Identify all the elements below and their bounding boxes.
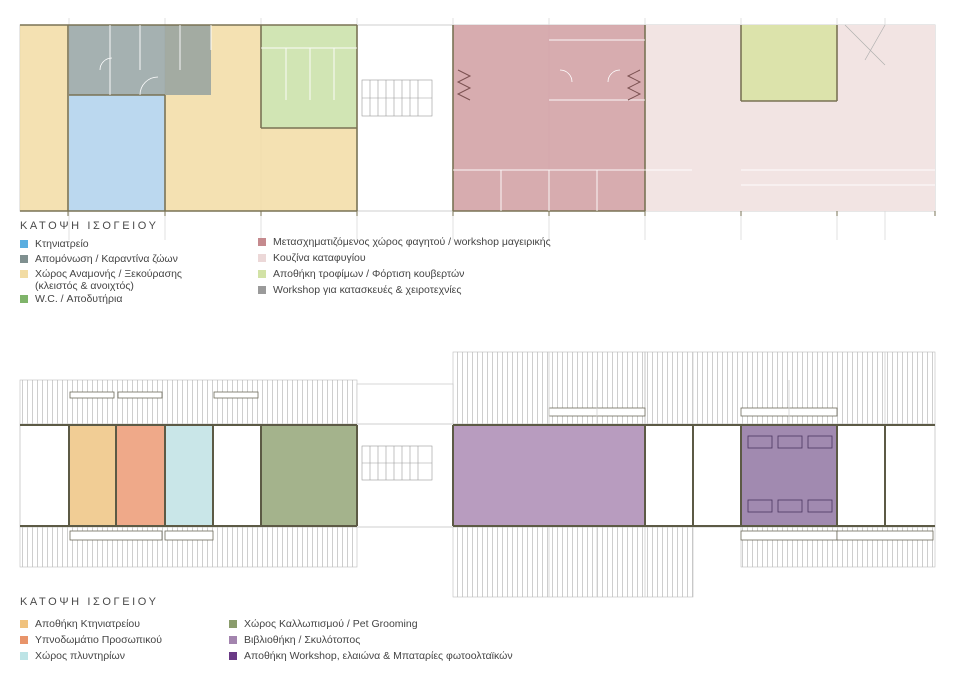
plan-2 (19, 351, 936, 598)
plan2-stair-head (356, 383, 454, 425)
legend-item-grooming: Χώρος Καλλωπισμού / Pet Grooming (229, 618, 513, 630)
plan2-legend-left: Αποθήκη Κτηνιατρείου Υπνοδωμάτιο Προσωπι… (20, 618, 162, 662)
legend-item-dining: Μετασχηματιζόμενος χώρος φαγητού / works… (258, 236, 551, 248)
legend-label: Χώρος πλυντηρίων (35, 650, 125, 662)
legend-item-wc: W.C. / Αποδυτήρια (20, 293, 182, 305)
plan1-zigzag-left (456, 69, 472, 101)
legend-label: Αποθήκη Workshop, ελαιώνα & Μπαταρίες φω… (244, 650, 513, 662)
legend-item-crafts: Workshop για κατασκευές & χειροτεχνίες (258, 284, 551, 296)
legend-swatch (258, 238, 266, 246)
legend-swatch (229, 636, 237, 644)
plan1-vet-room (69, 95, 165, 211)
plan2-facade-bottom-mid (452, 526, 694, 598)
legend-swatch (229, 652, 237, 660)
plan2-staff-bedroom (116, 426, 165, 525)
legend-label: Αποθήκη Κτηνιατρείου (35, 618, 140, 630)
plan1-food-storage (741, 25, 837, 101)
legend-swatch (20, 620, 28, 628)
legend-swatch (20, 255, 28, 263)
plan2-windows-bottom (69, 530, 934, 541)
legend-swatch (258, 254, 266, 262)
plan1-legend-left: Κτηνιατρείο Απομόνωση / Καραντίνα ζώων Χ… (20, 238, 182, 305)
plan2-workshop-storage (741, 426, 837, 525)
plan1-legend-right: Μετασχηματιζόμενος χώρος φαγητού / works… (258, 236, 551, 296)
legend-swatch (20, 652, 28, 660)
legend-label: Αποθήκη τροφίμων / Φόρτιση κουβερτών (273, 268, 465, 280)
legend-label-wrap: Χώρος Αναμονής / Ξεκούρασης (κλειστός & … (35, 268, 182, 292)
plan2-pet-grooming (261, 426, 357, 525)
plan2-column-lines (548, 352, 886, 597)
legend-label: Μετασχηματιζόμενος χώρος φαγητού / works… (273, 236, 551, 248)
plan1-title: ΚΑΤΟΨΗ ΙΣΟΓΕΙΟΥ (20, 220, 159, 232)
legend-swatch (20, 240, 28, 248)
plan1-zigzag-right (626, 69, 642, 101)
plan2-laundry (165, 426, 213, 525)
legend-item-isolation: Απομόνωση / Καραντίνα ζώων (20, 253, 182, 265)
legend-item-library: Βιβλιοθήκη / Σκυλότοπος (229, 634, 513, 646)
legend-swatch (258, 286, 266, 294)
legend-item-laundry: Χώρος πλυντηρίων (20, 650, 162, 662)
legend-swatch (20, 636, 28, 644)
legend-label: Workshop για κατασκευές & χειροτεχνίες (273, 284, 462, 296)
plan1-wc (261, 25, 357, 128)
plan2-legend-right: Χώρος Καλλωπισμού / Pet Grooming Βιβλιοθ… (229, 618, 513, 662)
plan2-vet-storage (69, 426, 116, 525)
legend-label: Κτηνιατρείο (35, 238, 89, 250)
legend-item-staff-bedroom: Υπνοδωμάτιο Προσωπικού (20, 634, 162, 646)
legend-swatch (258, 270, 266, 278)
legend-item-vet: Κτηνιατρείο (20, 238, 182, 250)
plan1-staircase (361, 79, 433, 117)
plan1-doors-dark (844, 24, 886, 66)
legend-item-vet-storage: Αποθήκη Κτηνιατρείου (20, 618, 162, 630)
plan-1 (19, 18, 936, 240)
plan1-doors (99, 57, 621, 96)
legend-swatch (229, 620, 237, 628)
plan2-battery-boxes (747, 435, 833, 513)
legend-label: Κουζίνα καταφυγίου (273, 252, 366, 264)
plan1-waiting-area (20, 25, 68, 211)
legend-item-kitchen: Κουζίνα καταφυγίου (258, 252, 551, 264)
legend-item-workshop-storage: Αποθήκη Workshop, ελαιώνα & Μπαταρίες φω… (229, 650, 513, 662)
plan1-walls (20, 24, 838, 212)
legend-label: W.C. / Αποδυτήρια (35, 293, 123, 305)
legend-item-waiting: Χώρος Αναμονής / Ξεκούρασης (κλειστός & … (20, 268, 182, 292)
plan2-walls (20, 424, 935, 527)
legend-swatch (20, 295, 28, 303)
plan1-ticks (67, 211, 936, 216)
legend-label: Χώρος Καλλωπισμού / Pet Grooming (244, 618, 418, 630)
plan2-library (453, 426, 645, 525)
plan2-staircase (361, 445, 433, 481)
plan2-facade-top-left (19, 379, 358, 425)
legend-label: Υπνοδωμάτιο Προσωπικού (35, 634, 162, 646)
legend-label: Βιβλιοθήκη / Σκυλότοπος (244, 634, 361, 646)
legend-item-food-storage: Αποθήκη τροφίμων / Φόρτιση κουβερτών (258, 268, 551, 280)
legend-sublabel: (κλειστός & ανοιχτός) (35, 280, 134, 292)
legend-swatch (20, 270, 28, 278)
plan2-title: ΚΑΤΟΨΗ ΙΣΟΓΕΙΟΥ (20, 596, 159, 608)
legend-label: Απομόνωση / Καραντίνα ζώων (35, 253, 178, 265)
legend-label: Χώρος Αναμονής / Ξεκούρασης (35, 268, 182, 280)
